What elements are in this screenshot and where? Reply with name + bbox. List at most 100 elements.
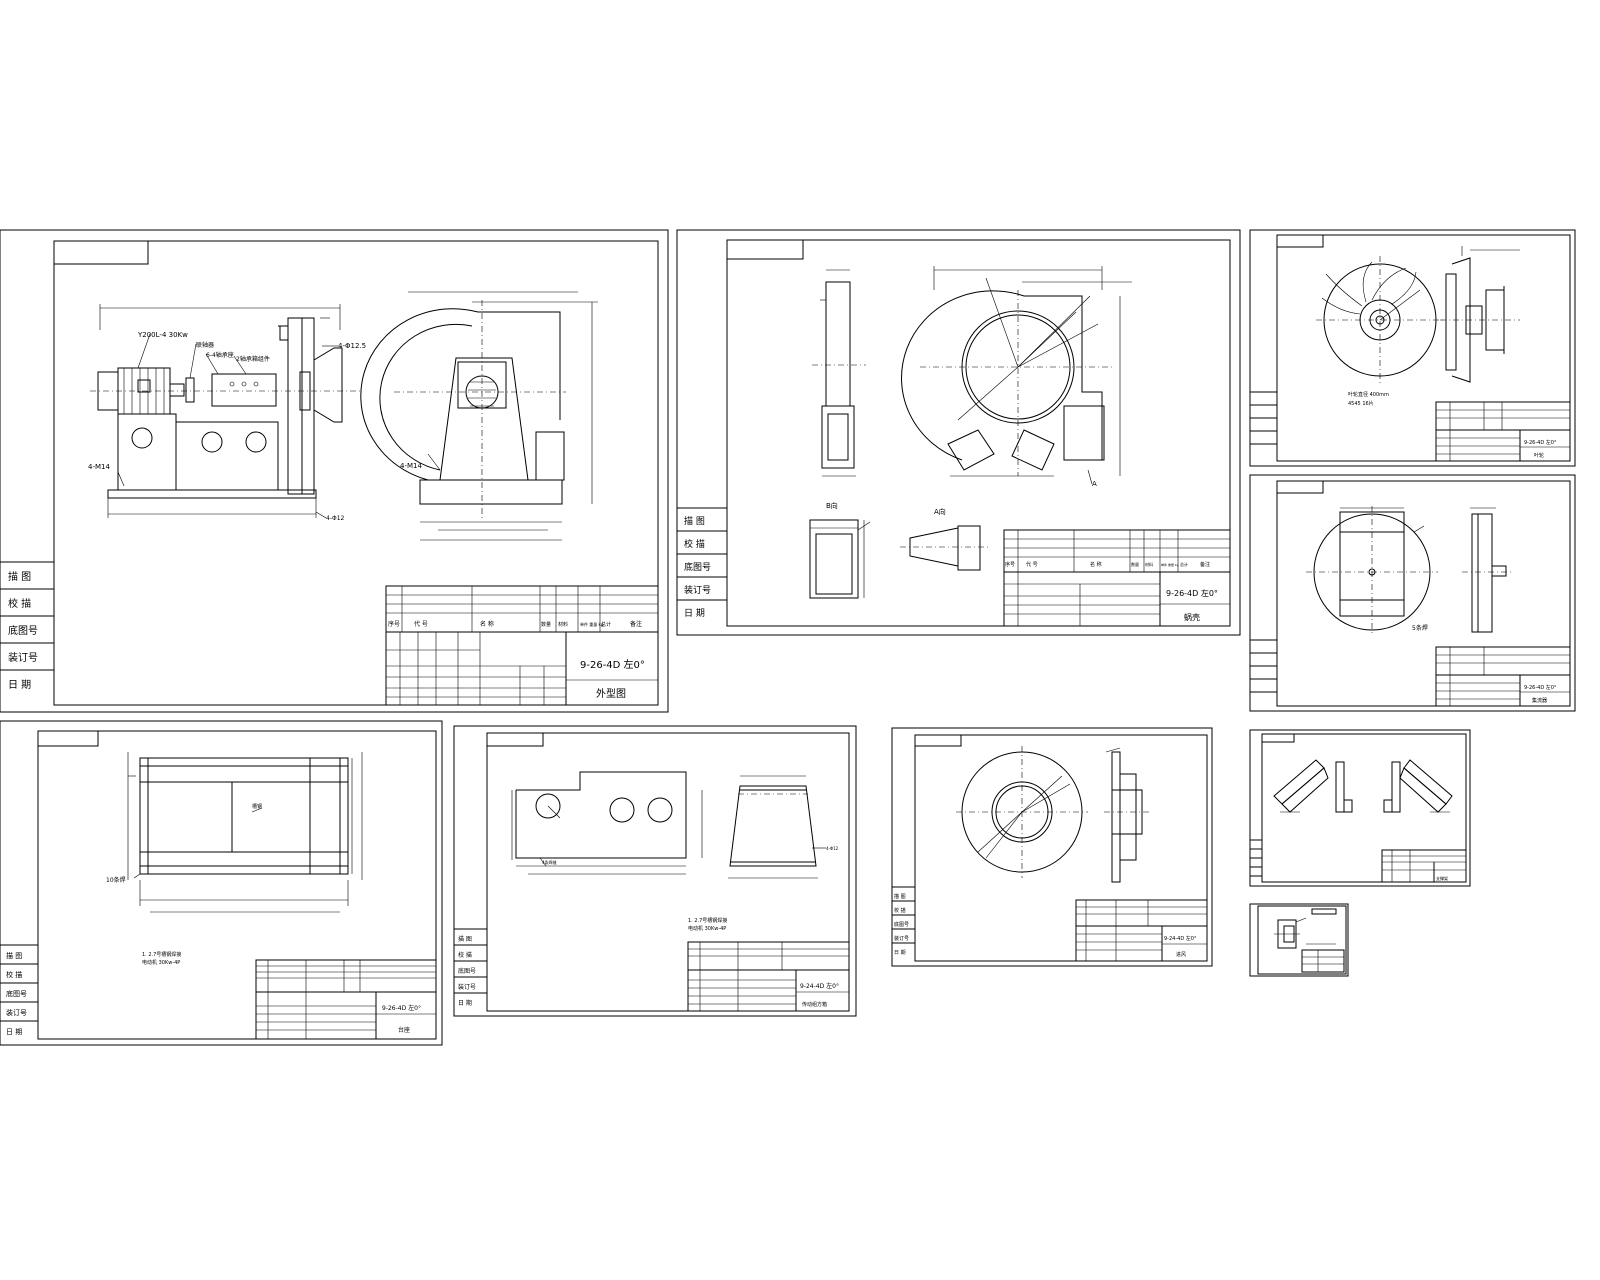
s1-drawing-title: 9-26-4D 左0° [580, 658, 645, 671]
bearing-pedestal [175, 421, 279, 491]
sheet-3-impeller-drawing: 叶轮直径 400mm 4545 16片 9-26-4D 左0° 叶轮 [1249, 229, 1576, 467]
detail-part [1274, 917, 1307, 949]
base-note-2: 电动机 30Kw-4P [142, 959, 180, 966]
s6-drawing-title: 9-24-4D 左0° [800, 982, 839, 990]
sheet-7-border [891, 727, 1213, 967]
sheet-8-border [1249, 729, 1471, 887]
callout-bolts-b: 4-M14 [400, 462, 422, 470]
side-label-trace: 描 图 [8, 570, 31, 583]
s3-drawing-title: 9-26-4D 左0° [1524, 439, 1557, 446]
sheet-5-title-block: 9-26-4D 左0° 台座 [255, 959, 437, 1040]
s5-side-label-check: 校 描 [6, 970, 22, 979]
bearing-box [211, 373, 277, 407]
sheet-1-inner-frame [53, 240, 659, 706]
s5-side-label-base-no: 底图号 [6, 989, 27, 998]
s6-side-label-date: 日 期 [458, 999, 472, 1007]
sheet-8-inner-frame [1261, 733, 1467, 883]
s2-hdr-mat: 材料 [1145, 561, 1153, 567]
side-label-base-no: 底图号 [8, 624, 38, 637]
s7-side-label-base-no: 底图号 [894, 921, 909, 928]
inlet-ring [465, 375, 499, 409]
sheet-2-side-block: 描 图 校 描 底图号 装订号 日 期 [677, 507, 727, 619]
sheet-2-volute-drawing: 描 图 校 描 底图号 装订号 日 期 [676, 229, 1241, 636]
sheet-4-collector-drawing: 5条焊 9-26-4D 左0° 集流器 [1249, 474, 1576, 712]
sheet-5-inner-frame [37, 730, 437, 1040]
volute-front-view: A [901, 266, 1132, 488]
collector-callout: 5条焊 [1412, 624, 1428, 632]
s6-side-label-bind-no: 装订号 [458, 983, 476, 991]
s2-drawing-name: 蜗壳 [1184, 612, 1200, 622]
s5-drawing-title: 9-26-4D 左0° [382, 1004, 421, 1012]
view-a-label: A向 [934, 507, 946, 516]
s2-hdr-qty: 数量 [1131, 561, 1139, 567]
s7-drawing-title: 9-24-4D 左0° [1164, 935, 1197, 942]
s8-drawing-name: 支撑架 [1436, 875, 1448, 881]
sheet-2-border [676, 229, 1241, 636]
sheet-1-front-view: 4-M14 [360, 291, 598, 541]
volute-scroll-outer [901, 290, 1025, 461]
s2-hdr-unit-wt: 单件 重量 kg [1161, 562, 1179, 567]
s1-hdr-qty: 数量 [541, 621, 551, 628]
sheet-7-inlet-drawing: 描 图 校 描 底图号 装订号 日 期 [891, 727, 1213, 967]
s2-drawing-title: 9-26-4D 左0° [1166, 588, 1218, 598]
sheet-6-border [453, 725, 857, 1017]
sheet-7-inner-frame [914, 734, 1208, 962]
sheet-4-title-block: 9-26-4D 左0° 集流器 [1435, 646, 1571, 707]
s1-hdr-code: 代 号 [414, 620, 428, 628]
transmission-elevation: 4条焊缝 [511, 771, 703, 875]
s7-side-label-date: 日 期 [894, 950, 906, 956]
base-frame [107, 489, 317, 499]
s2-side-label-check: 校 描 [684, 538, 705, 550]
s5-drawing-name: 台座 [398, 1026, 410, 1034]
callout-coupling: 联轴器 [196, 341, 214, 349]
s3-drawing-name: 叶轮 [1534, 452, 1544, 459]
sheet-1-code-box [53, 240, 149, 265]
sheet-5-base-drawing: 描 图 校 描 底图号 装订号 日 期 槽钢 [0, 720, 443, 1046]
sheet-6-title-block: 9-24-4D 左0° 传动组方箱 [687, 941, 850, 1012]
inlet-section [1104, 747, 1150, 883]
s7-drawing-name: 进风 [1176, 951, 1186, 958]
sheet-9-border [1249, 903, 1349, 977]
s2-side-label-bind-no: 装订号 [684, 584, 711, 596]
s2-hdr-total: 总计 [1180, 561, 1188, 567]
base-note-1: 1. 2.7号槽钢焊接 [142, 951, 181, 958]
transmission-side: 4-Φ12 [728, 775, 839, 879]
sheet-9-inner-frame [1257, 905, 1347, 975]
sheet-1-title-block: 序号 代 号 名 称 数量 材料 单件 重量 kg 总计 备注 9-26-4D … [385, 585, 659, 706]
s2-side-label-date: 日 期 [684, 608, 705, 619]
trans-callout-holes: 4-Φ12 [826, 846, 839, 851]
s1-hdr-total: 总计 [601, 621, 611, 628]
s1-hdr-remark: 备注 [630, 620, 642, 628]
motor-pedestal [117, 413, 177, 491]
s1-drawing-name: 外型图 [596, 687, 626, 700]
section-mark-a: A [1092, 480, 1097, 488]
sheet-1-border [0, 229, 669, 713]
s2-hdr-remark: 备注 [1200, 561, 1210, 568]
trans-callout-weld: 4条焊缝 [542, 859, 557, 865]
sheet-9-detail-drawing [1249, 903, 1349, 977]
view-b: B向 [809, 501, 871, 599]
callout-bearing: 6-4轴承座 [206, 351, 234, 359]
sheet-1-outline-drawing: 描 图 校 描 底图号 装订号 日 期 [0, 229, 669, 713]
inlet-front [956, 746, 1088, 878]
s4-drawing-title: 9-26-4D 左0° [1524, 684, 1557, 691]
impeller-section [1440, 246, 1520, 383]
s5-side-label-trace: 描 图 [6, 951, 22, 960]
volute-inlet-inner [965, 314, 1071, 420]
sheet-6-inner-frame [486, 732, 850, 1012]
callout-motor: Y200L-4 30Kw [137, 331, 188, 339]
support-views [1273, 759, 1453, 813]
sheet-5-border [0, 720, 443, 1046]
collector-front [1306, 506, 1438, 636]
impeller-note-1: 叶轮直径 400mm [1348, 391, 1389, 398]
front-base [419, 479, 563, 505]
sheet-3-inner-frame [1276, 234, 1571, 462]
trans-note-2: 电动机 30Kw-4P [688, 925, 726, 932]
s2-side-label-trace: 描 图 [684, 515, 705, 527]
side-label-date: 日 期 [8, 679, 31, 691]
callout-holes: 4-Φ12 [326, 515, 345, 522]
s2-hdr-name: 名 称 [1090, 561, 1102, 568]
sheet-1-side-view: Y200L-4 30Kw 联轴器 6-4轴承座 2轴承箱组件 4-M14 4-Φ… [88, 304, 366, 522]
side-label-check: 校 描 [8, 597, 31, 610]
